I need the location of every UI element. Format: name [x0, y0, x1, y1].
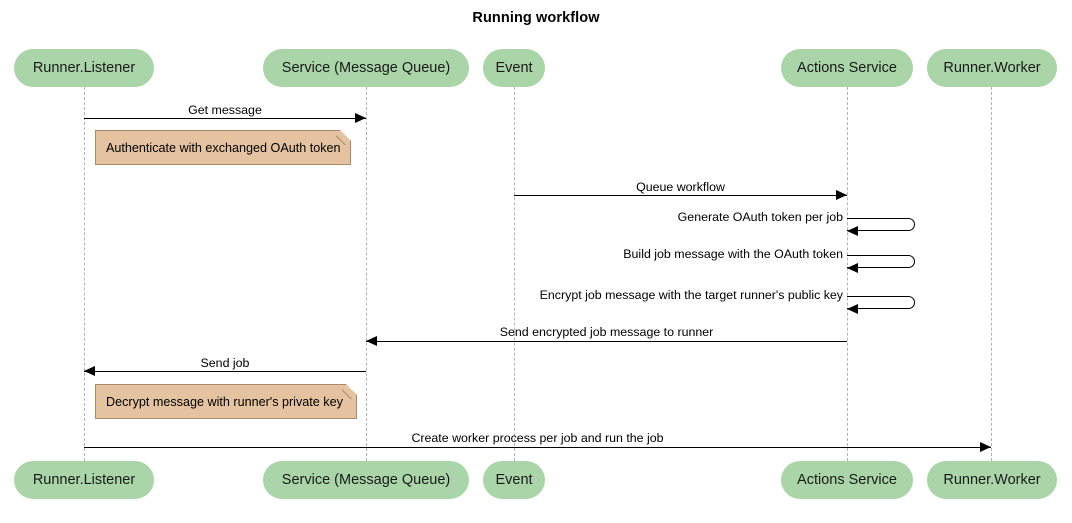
- participant-label: Event: [495, 472, 533, 488]
- note-authenticate-with-exchanged-oauth-token: Authenticate with exchanged OAuth token: [95, 130, 351, 165]
- header-participant-runner-worker[interactable]: Runner.Worker: [927, 49, 1057, 87]
- note-fold-edge-icon: [336, 130, 351, 145]
- participant-label: Runner.Listener: [32, 472, 136, 488]
- participant-label: Event: [495, 60, 533, 76]
- message-label: Send encrypted job message to runner: [499, 325, 714, 339]
- header-participant-event[interactable]: Event: [483, 49, 545, 87]
- message-label: Get message: [188, 103, 262, 117]
- participant-label: Service (Message Queue): [281, 472, 451, 488]
- participant-label: Runner.Worker: [943, 472, 1041, 488]
- footer-participant-service-message-queue[interactable]: Service (Message Queue): [263, 461, 469, 499]
- participant-label: Service (Message Queue): [281, 60, 451, 76]
- arrowhead-left-icon: [366, 336, 377, 346]
- message-label: Create worker process per job and run th…: [411, 431, 664, 445]
- message-line: [84, 118, 366, 119]
- arrowhead-right-icon: [836, 190, 847, 200]
- arrowhead-left-icon: [84, 366, 95, 376]
- lifeline-event: [514, 87, 515, 461]
- message-label: Queue workflow: [636, 180, 725, 194]
- header-participant-service-message-queue[interactable]: Service (Message Queue): [263, 49, 469, 87]
- message-label: Generate OAuth token per job: [677, 210, 843, 224]
- message-line: [84, 371, 366, 372]
- lifeline-runner-listener: [84, 87, 85, 461]
- arrowhead-right-icon: [980, 442, 991, 452]
- self-call-loop: [847, 255, 915, 268]
- note-fold-edge-icon: [342, 384, 357, 399]
- message-label: Encrypt job message with the target runn…: [539, 288, 843, 302]
- message-label: Send job: [200, 356, 250, 370]
- participant-label: Runner.Listener: [32, 60, 136, 76]
- footer-participant-actions-service[interactable]: Actions Service: [781, 461, 913, 499]
- arrowhead-right-icon: [355, 113, 366, 123]
- self-call-loop: [847, 296, 915, 309]
- lifeline-runner-worker: [991, 87, 992, 461]
- message-line: [366, 341, 847, 342]
- arrowhead-left-icon: [847, 262, 858, 273]
- page-title: Running workflow: [472, 10, 600, 26]
- footer-participant-event[interactable]: Event: [483, 461, 545, 499]
- message-line: [84, 447, 991, 448]
- message-label: Build job message with the OAuth token: [623, 247, 843, 261]
- note-label: Authenticate with exchanged OAuth token: [106, 140, 341, 155]
- participant-label: Actions Service: [797, 60, 897, 76]
- message-line: [514, 195, 847, 196]
- lifeline-actions-service: [847, 87, 848, 461]
- header-participant-runner-listener[interactable]: Runner.Listener: [14, 49, 154, 87]
- participant-label: Actions Service: [797, 472, 897, 488]
- self-call-loop: [847, 218, 915, 231]
- arrowhead-left-icon: [847, 225, 858, 236]
- header-participant-actions-service[interactable]: Actions Service: [781, 49, 913, 87]
- note-decrypt-message-with-runners-private-key: Decrypt message with runner's private ke…: [95, 384, 357, 419]
- note-label: Decrypt message with runner's private ke…: [106, 394, 343, 409]
- footer-participant-runner-listener[interactable]: Runner.Listener: [14, 461, 154, 499]
- lifeline-service-message-queue: [366, 87, 367, 461]
- footer-participant-runner-worker[interactable]: Runner.Worker: [927, 461, 1057, 499]
- participant-label: Runner.Worker: [943, 60, 1041, 76]
- arrowhead-left-icon: [847, 303, 858, 314]
